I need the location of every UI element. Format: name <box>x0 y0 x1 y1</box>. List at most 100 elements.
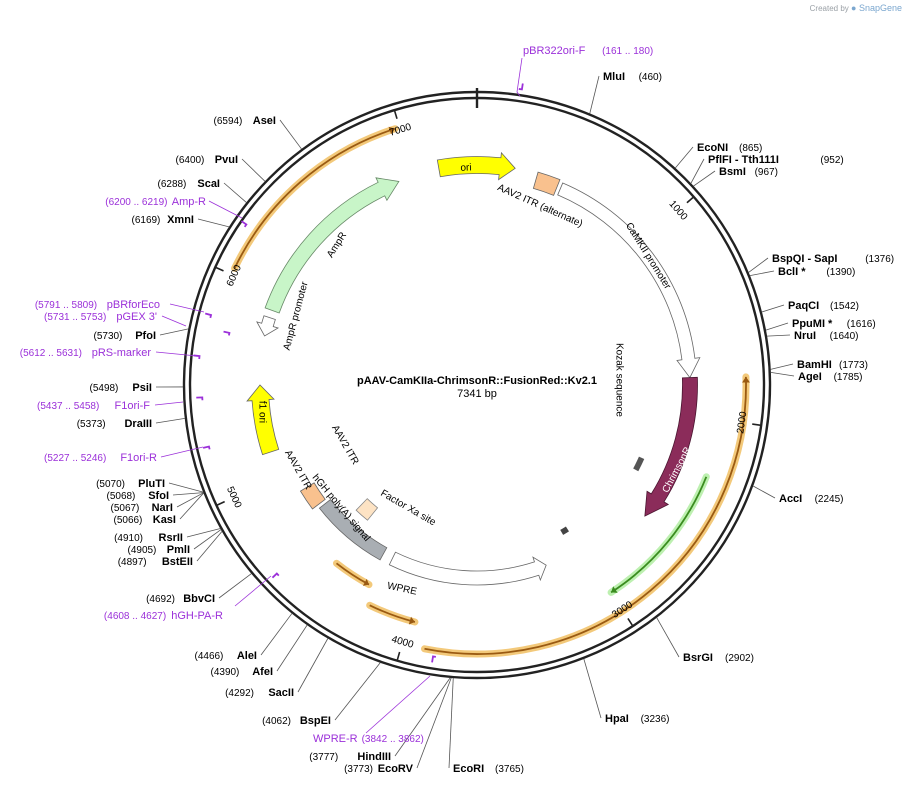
factor-xa-feature <box>560 526 569 535</box>
orf-arc <box>424 376 747 655</box>
leader-line <box>186 528 221 538</box>
tick-label: 2000 <box>735 410 749 434</box>
site-position: (1640) <box>830 331 859 342</box>
leader-line <box>516 57 523 97</box>
site-name: PaqCI <box>788 300 819 312</box>
leader-line <box>693 170 716 187</box>
leader-line <box>770 363 794 370</box>
site-name: BsmI <box>719 166 746 178</box>
site-label: BspQI - SapI(1376) <box>772 253 894 265</box>
site-position: (3236) <box>641 714 670 725</box>
site-name: BsrGI <box>683 652 713 664</box>
leader-line <box>752 485 776 499</box>
tick-mark <box>752 423 761 426</box>
site-name: SacII <box>268 687 294 699</box>
site-position: (4292) <box>225 688 254 699</box>
leader-line <box>334 662 381 721</box>
site-name: SfoI <box>148 490 169 502</box>
site-label: MluI(460) <box>603 71 662 83</box>
kozak-feature <box>633 456 645 472</box>
site-label: PfoI(5730) <box>93 330 156 342</box>
site-name: KasI <box>153 514 176 526</box>
plasmid-size: 7341 bp <box>457 388 497 400</box>
leader-line <box>748 257 769 273</box>
feature-label: CaMKII promoter <box>623 221 673 292</box>
site-label: KasI (5066) <box>113 514 176 526</box>
primer-site-marker <box>196 396 204 401</box>
leader-line <box>160 446 204 458</box>
primer-position: (5612 .. 5631) <box>20 348 82 359</box>
site-label: BsrGI (2902) <box>683 652 754 664</box>
site-position: (2902) <box>725 653 754 664</box>
primer-position: (5731 .. 5753) <box>44 312 106 323</box>
site-position: (4905) <box>127 545 156 556</box>
site-position: (4692) <box>146 594 175 605</box>
site-label: AseI(6594) <box>213 115 276 127</box>
leader-line <box>260 613 293 656</box>
feature-label: AAV2 ITR <box>282 448 313 491</box>
site-position: (4897) <box>118 557 147 568</box>
leader-line <box>168 482 204 493</box>
site-position: (952) <box>820 155 843 166</box>
site-label: HindIII(3777) <box>309 751 391 763</box>
site-name: PsiI <box>132 382 152 394</box>
site-label: EcoNI(865) <box>697 142 762 154</box>
site-name: PflFI - Tth111I <box>708 154 779 166</box>
leader-line <box>155 417 185 424</box>
site-position: (5066) <box>113 515 142 526</box>
primer-label: pGEX 3' (5731 .. 5753) <box>44 311 157 323</box>
snapgene-logo: ● SnapGene <box>851 3 902 13</box>
orf-arc <box>610 476 708 594</box>
hgh-polya-feature <box>318 498 388 561</box>
tick-mark <box>215 266 224 272</box>
site-label: BstEII(4897) <box>118 556 193 568</box>
site-label: BsmI(967) <box>719 166 778 178</box>
site-name: BspEI <box>300 715 331 727</box>
leader-line <box>241 158 266 182</box>
site-position: (3773) <box>344 764 373 775</box>
ampr-feature <box>264 177 400 314</box>
leader-line <box>675 146 694 169</box>
site-name: XmnI <box>167 214 194 226</box>
camkii-promoter-feature <box>557 182 701 379</box>
site-label: BclI *(1390) <box>778 266 855 278</box>
site-name: ScaI <box>197 178 220 190</box>
site-position: (2245) <box>815 494 844 505</box>
primer-name: pGEX 3' <box>116 311 157 323</box>
site-label: PsiI(5498) <box>89 382 152 394</box>
site-label: PmlI(4905) <box>127 544 190 556</box>
primer-label: F1ori-F(5437 .. 5458) <box>37 400 150 412</box>
backbone <box>182 83 772 680</box>
leader-line <box>656 617 680 658</box>
primer-site-marker <box>240 220 248 228</box>
ori-feature <box>436 151 516 181</box>
site-label: AleI(4466) <box>194 650 257 662</box>
site-name: PvuI <box>215 154 238 166</box>
site-label: PflFI - Tth111I (952) <box>708 154 844 166</box>
primer-label: Amp-R(6200 .. 6219) <box>105 196 206 208</box>
tick-mark <box>393 110 398 119</box>
site-position: (4062) <box>262 716 291 727</box>
leader-line <box>169 303 205 313</box>
leader-line <box>276 624 308 672</box>
leader-lines <box>154 57 795 769</box>
leader-line <box>154 401 184 406</box>
site-name: AfeI <box>252 666 273 678</box>
leader-line <box>766 334 791 337</box>
site-position: (4390) <box>210 667 239 678</box>
site-position: (6400) <box>175 155 204 166</box>
primer-position: (5227 .. 5246) <box>44 453 106 464</box>
site-position: (1616) <box>847 319 876 330</box>
orf-arrowhead <box>408 616 415 625</box>
aav2-itr-feature-2 <box>355 498 379 521</box>
site-name: EcoRV <box>378 763 414 775</box>
primer-site-marker <box>202 445 211 450</box>
site-position: (1773) <box>839 360 868 371</box>
primer-position: (5437 .. 5458) <box>37 401 99 412</box>
site-label: BbvCI (4692) <box>146 593 215 605</box>
primer-label: WPRE-R(3842 .. 3862) <box>313 733 424 745</box>
feature-label: WPRE <box>386 581 418 598</box>
site-name: BbvCI <box>183 593 215 605</box>
primer-name: Amp-R <box>172 196 206 208</box>
site-name: EcoNI <box>697 142 728 154</box>
